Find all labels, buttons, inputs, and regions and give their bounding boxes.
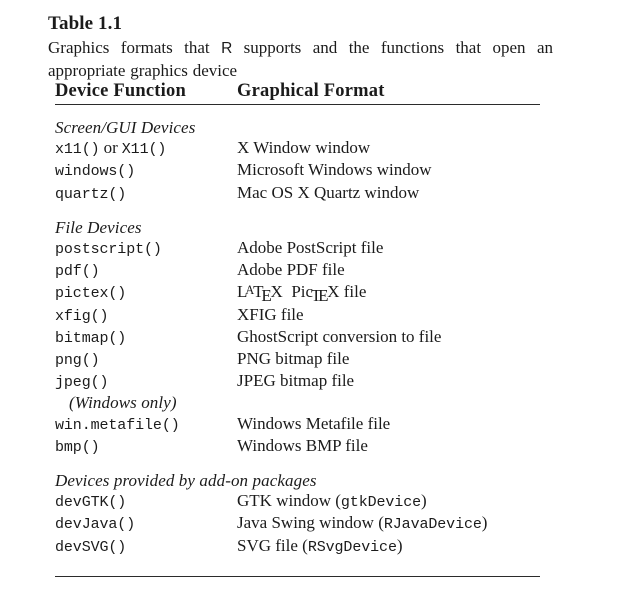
format-text-post: ) (396, 535, 403, 555)
device-function-cell: quartz() (55, 185, 127, 203)
graphical-format-cell: GTK window (gtkDevice) (237, 491, 427, 513)
header-rule (55, 104, 540, 105)
section-header-addon-packages: Devices provided by add-on packages (55, 471, 317, 491)
section-spacer (55, 458, 542, 471)
graphical-format-cell: Adobe PostScript file (237, 238, 384, 258)
caption-text-after: supports and the functions that open an … (48, 38, 553, 80)
table-row: png() PNG bitmap file (55, 349, 542, 371)
graphical-format-cell: PNG bitmap file (237, 349, 350, 369)
device-function-cell: jpeg() (55, 374, 109, 392)
device-function-cell: xfig() (55, 307, 109, 325)
func-x11-lower: x11() (55, 141, 100, 159)
table-row: win.metafile() Windows Metafile file (55, 414, 542, 436)
column-header-graphical-format: Graphical Format (237, 81, 385, 101)
column-header-device-function: Device Function (55, 81, 186, 101)
subsection-header-windows-only: (Windows only) (69, 393, 177, 413)
graphical-format-cell: GhostScript conversion to file (237, 326, 442, 346)
section-header-screen-gui: Screen/GUI Devices (55, 118, 196, 137)
graphical-format-cell: JPEG bitmap file (237, 371, 355, 391)
device-function-cell: win.metafile() (55, 416, 180, 434)
table-bottom-rule (55, 576, 540, 577)
graphical-format-cell: SVG file (RSvgDevice) (237, 536, 403, 558)
format-text-pre: SVG file ( (237, 535, 308, 555)
graphical-format-cell: X Window window (237, 138, 371, 158)
graphical-format-cell: Mac OS X Quartz window (237, 182, 420, 202)
format-text-post: ) (481, 513, 488, 533)
device-function-cell: png() (55, 352, 100, 370)
package-name: RSvgDevice (307, 538, 397, 556)
graphical-format-cell: Windows Metafile file (237, 413, 391, 433)
format-text-post: ) (421, 491, 427, 511)
table-row: xfig() XFIG file (55, 305, 542, 327)
package-name: RJavaDevice (383, 516, 482, 534)
device-function-cell: devSVG() (55, 538, 127, 556)
format-text-pre: Java Swing window ( (237, 513, 384, 533)
table-row: pdf() Adobe PDF file (55, 260, 542, 282)
graphical-format-cell: Microsoft Windows window (237, 160, 432, 180)
func-conjunction: or (99, 138, 122, 158)
table-row: bitmap() GhostScript conversion to file (55, 327, 542, 349)
func-x11-upper: X11() (121, 141, 167, 159)
graphical-format-cell: Java Swing window (RJavaDevice) (237, 513, 487, 535)
table-row: bmp() Windows BMP file (55, 436, 542, 458)
graphical-format-cell: LATEX PicTEX file (237, 282, 367, 305)
table-caption: Table 1.1 Graphics formats that R suppor… (48, 12, 553, 81)
device-function-cell: bmp() (55, 438, 100, 456)
device-function-cell: postscript() (55, 241, 162, 259)
latex-pictex-logo: LATEX PicTEX file (237, 282, 367, 305)
device-function-cell: windows() (55, 163, 136, 181)
table-row: windows() Microsoft Windows window (55, 160, 542, 182)
caption-text: Graphics formats that R supports and the… (48, 37, 553, 81)
table-row: devSVG() SVG file (RSvgDevice) (55, 536, 542, 558)
caption-text-before: Graphics formats that (48, 38, 222, 57)
graphical-format-cell: Windows BMP file (237, 435, 368, 455)
device-function-cell: x11() or X11() (55, 138, 237, 160)
table-row: x11() or X11() X Window window (55, 138, 542, 160)
table-row: devGTK() GTK window (gtkDevice) (55, 491, 542, 513)
device-function-cell: pictex() (55, 285, 127, 303)
section-header-file-devices: File Devices (55, 217, 142, 237)
graphical-format-cell: Adobe PDF file (237, 260, 345, 280)
graphical-format-cell: XFIG file (237, 304, 304, 324)
table-header-row: Device Function Graphical Format (55, 80, 542, 104)
r-logo-text: R (221, 40, 233, 57)
device-function-cell: bitmap() (55, 329, 127, 347)
table-row: quartz() Mac OS X Quartz window (55, 183, 542, 205)
table-row: pictex() LATEX PicTEX file (55, 282, 542, 305)
device-function-cell: devJava() (55, 516, 136, 534)
section-spacer (55, 205, 542, 218)
table-body: Screen/GUI Devices x11() or X11() X Wind… (55, 105, 542, 558)
device-function-cell: pdf() (55, 263, 100, 281)
table-row: devJava() Java Swing window (RJavaDevice… (55, 513, 542, 535)
devices-table: Device Function Graphical Format Screen/… (55, 80, 542, 558)
table-row: jpeg() JPEG bitmap file (55, 371, 542, 393)
package-name: gtkDevice (340, 494, 422, 512)
table-number: Table 1.1 (48, 13, 123, 34)
table-row: postscript() Adobe PostScript file (55, 238, 542, 260)
device-function-cell: devGTK() (55, 494, 127, 512)
format-text-pre: GTK window ( (237, 491, 341, 511)
